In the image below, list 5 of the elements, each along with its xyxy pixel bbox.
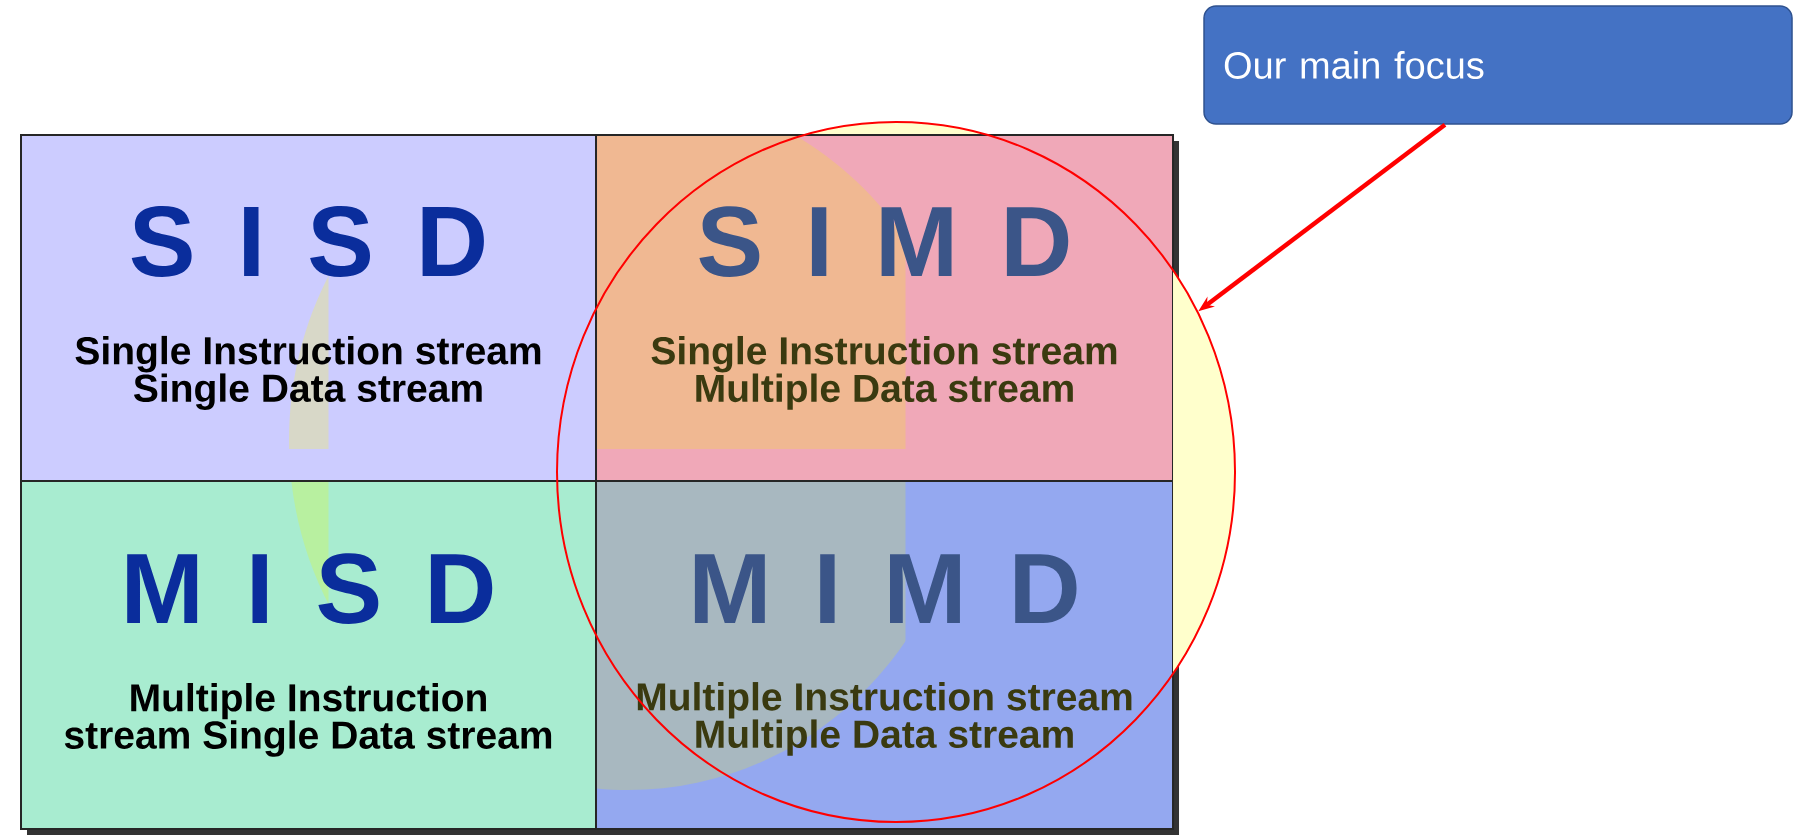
callout-box: Our main focus xyxy=(1203,5,1793,125)
quadrant-box: S I S D Single Instruction stream Single Data stream xyxy=(20,134,597,482)
quadrant-box: M I M D Multiple Instruction stream Multiple Data stream xyxy=(595,480,1174,830)
highlight-circle xyxy=(556,121,1236,823)
quadrant-box: M I S D Multiple Instruction stream Single Data stream xyxy=(20,480,597,830)
